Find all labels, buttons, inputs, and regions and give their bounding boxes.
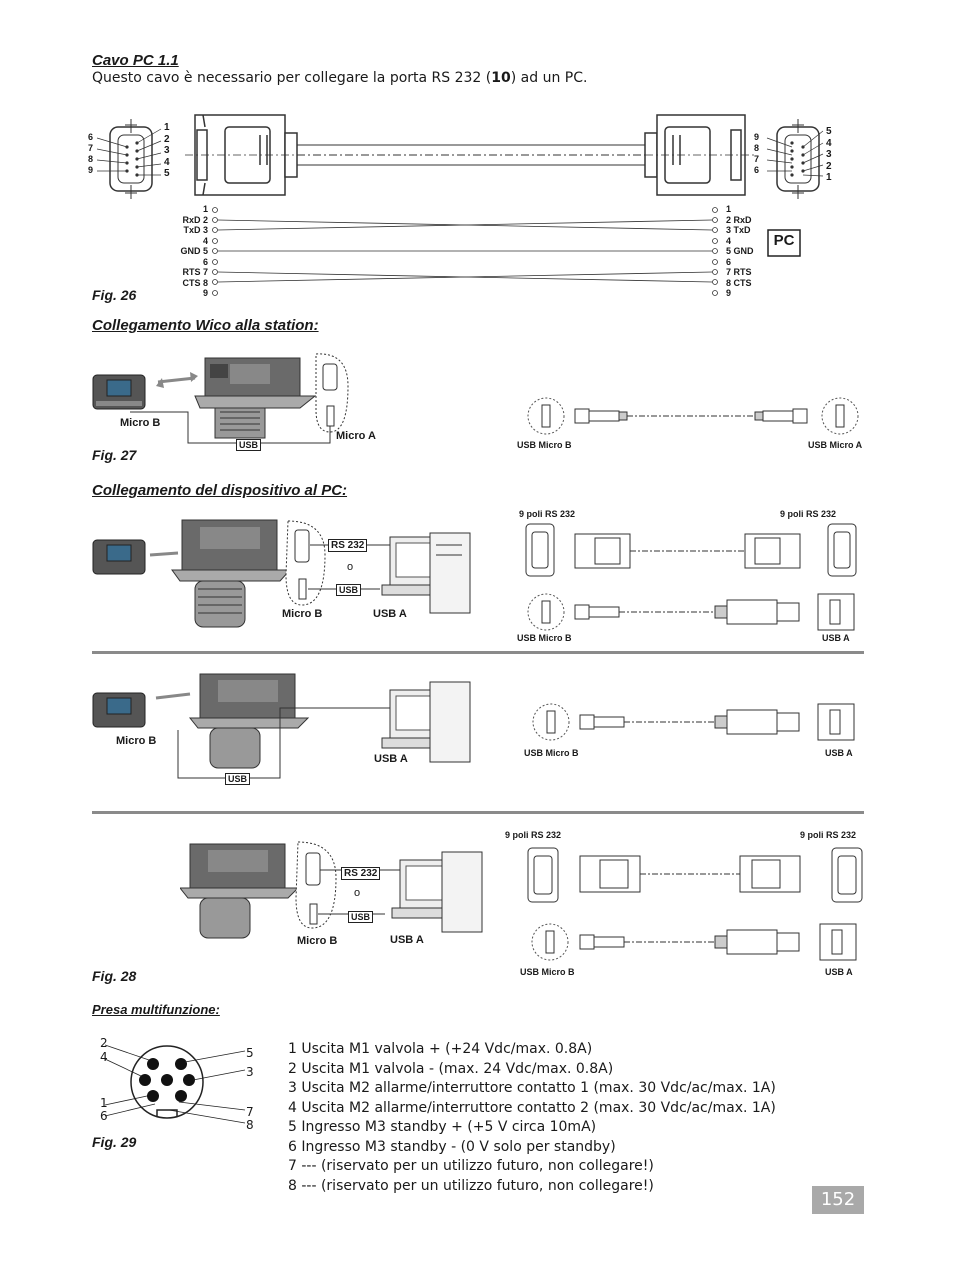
device-pc-diagram-c — [180, 841, 483, 939]
fig29-caption: Fig. 29 — [92, 1134, 137, 1150]
pin-item: 4 Uscita M2 allarme/interruttore contatt… — [288, 1099, 776, 1116]
label-usb-b-box: USB — [225, 773, 251, 785]
intro-text-bold: 10 — [491, 70, 511, 86]
label-o-c: o — [354, 887, 361, 899]
wico-station-diagram — [92, 353, 349, 444]
label-usb-micro-b-a: USB Micro B — [517, 633, 572, 643]
multifunction-socket — [104, 1044, 246, 1124]
label-micro-b-a: Micro B — [282, 608, 323, 620]
label-9poli-left-c: 9 poli RS 232 — [505, 830, 562, 840]
pin-item: 7 --- (riservato per un utilizzo futuro,… — [288, 1158, 654, 1174]
label-usb-a-a: USB A — [373, 608, 407, 620]
label-usb-a-small-c: USB A — [825, 967, 853, 977]
intro-text-before: Questo cavo è necessario per collegare l… — [92, 70, 492, 86]
rs232-usb-cables-a — [525, 523, 857, 631]
label-micro-b-c: Micro B — [297, 935, 338, 947]
pin-description-list: 1 Uscita M1 valvola + (+24 Vdc/max. 0.8A… — [288, 1040, 776, 1196]
label-usb-micro-a-1: USB Micro A — [808, 440, 863, 450]
label-micro-b-b: Micro B — [116, 735, 157, 747]
db9-face-right — [766, 119, 824, 199]
rs232-usb-cables-c — [527, 847, 863, 961]
section-title-wico: Collegamento Wico alla station: — [92, 317, 319, 334]
usb-a-cable-b — [532, 703, 855, 741]
label-usb-box: USB — [236, 439, 262, 451]
label-micro-b: Micro B — [120, 417, 161, 429]
label-9poli-right-a: 9 poli RS 232 — [780, 509, 837, 519]
fig26-caption: Fig. 26 — [92, 287, 137, 303]
pc-label: PC — [773, 232, 795, 249]
label-rs232-a: RS 232 — [328, 539, 368, 552]
db9-face-left — [96, 119, 162, 199]
label-rs232-c: RS 232 — [341, 867, 381, 880]
pin-item: 5 Ingresso M3 standby + (+5 V circa 10mA… — [288, 1119, 597, 1135]
label-9poli-left-a: 9 poli RS 232 — [519, 509, 576, 519]
label-o-a: o — [347, 561, 354, 573]
label-usb-a-b: USB A — [374, 753, 408, 765]
divider-2 — [92, 811, 864, 814]
label-usb-c-box: USB — [348, 911, 374, 923]
divider-1 — [92, 651, 864, 654]
page-number: 152 — [812, 1186, 864, 1214]
fig28-caption: Fig. 28 — [92, 968, 137, 984]
label-usb-a-box: USB — [336, 584, 362, 596]
device-pc-diagram-a — [92, 519, 471, 628]
device-pc-diagram-b — [92, 673, 471, 779]
pin-item: 6 Ingresso M3 standby - (0 V solo per st… — [288, 1138, 616, 1155]
fig27-caption: Fig. 27 — [92, 447, 137, 463]
label-usb-micro-b-b: USB Micro B — [524, 748, 579, 758]
pc-box — [767, 229, 801, 257]
section-intro: Questo cavo è necessario per collegare l… — [92, 70, 587, 86]
label-usb-micro-b-1: USB Micro B — [517, 440, 572, 450]
label-usb-a-c: USB A — [390, 934, 424, 946]
usb-micro-cable — [527, 397, 859, 435]
pin-item: 3 Uscita M2 allarme/interruttore contatt… — [288, 1080, 776, 1096]
pin-item: 1 Uscita M1 valvola + (+24 Vdc/max. 0.8A… — [288, 1041, 593, 1057]
intro-text-after: ) ad un PC. — [510, 70, 588, 86]
pin-item: 8 --- (riservato per un utilizzo futuro,… — [288, 1177, 654, 1194]
section-title-dispositivo-pc: Collegamento del dispositivo al PC: — [92, 482, 348, 499]
section-title-cavo-pc: Cavo PC 1.1 — [92, 52, 179, 69]
label-usb-a-small-a: USB A — [822, 633, 850, 643]
label-9poli-right-c: 9 poli RS 232 — [800, 830, 857, 840]
label-usb-a-small-b: USB A — [825, 748, 853, 758]
wiring-rows — [212, 207, 718, 296]
label-usb-micro-b-c: USB Micro B — [520, 967, 575, 977]
cable-pc-diagram — [96, 114, 824, 296]
label-micro-a: Micro A — [336, 430, 376, 442]
section-title-presa: Presa multifunzione: — [92, 1002, 220, 1017]
pin-item: 2 Uscita M1 valvola - (max. 24 Vdc/max. … — [288, 1060, 614, 1077]
